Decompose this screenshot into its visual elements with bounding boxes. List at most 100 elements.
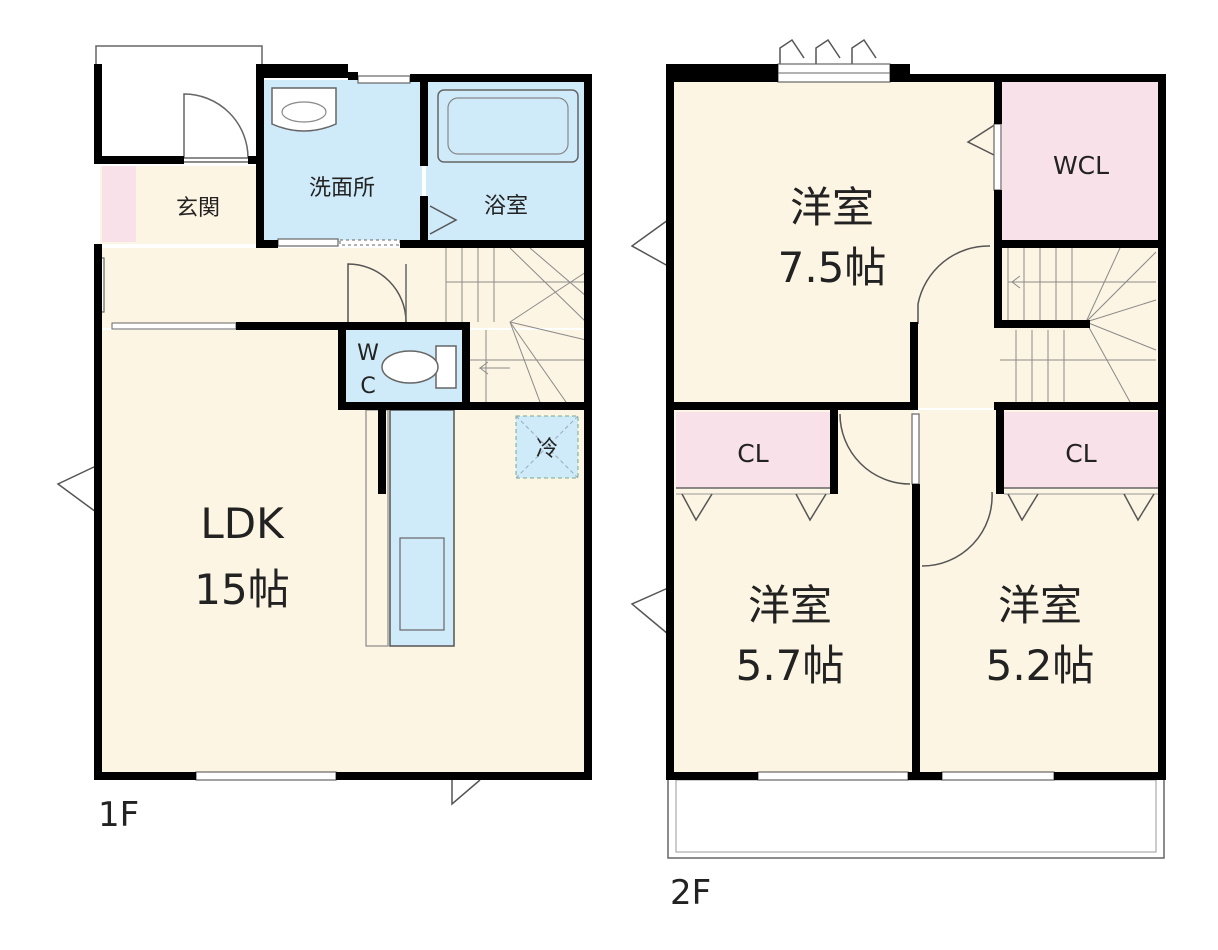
western-room-a-size: 7.5帖 [778, 243, 887, 292]
closet-left-floor [676, 412, 830, 488]
wall [666, 402, 918, 410]
wall [94, 772, 196, 780]
wall [400, 240, 590, 248]
entrance-door [183, 93, 249, 159]
western-room-c-name: 洋室 [998, 581, 1082, 630]
wall [348, 72, 358, 80]
toilet-tank [435, 345, 457, 389]
wall [1054, 772, 1166, 780]
wcl-floor [1002, 82, 1158, 240]
wall [236, 322, 470, 330]
wall [994, 402, 1166, 410]
western-room-c-size: 5.2帖 [986, 641, 1095, 690]
wcl-label: WCL [1053, 151, 1109, 180]
side-door [630, 587, 669, 635]
balcony-door [630, 219, 669, 267]
balcony [667, 775, 1165, 859]
bathtub [437, 89, 579, 163]
ldk-size-label: 15帖 [194, 565, 289, 614]
wall [996, 408, 1004, 494]
wall [338, 322, 346, 410]
wall [256, 64, 348, 78]
sliding-door [339, 239, 401, 246]
ldk-rear-door [451, 779, 481, 806]
window [357, 75, 411, 84]
closet-door [795, 493, 827, 522]
door-frame [993, 123, 1002, 191]
sliding-door [111, 322, 237, 330]
wall [906, 74, 1166, 82]
wall [890, 64, 910, 82]
shoe-closet [102, 166, 136, 242]
wall [666, 64, 778, 82]
wall [666, 64, 674, 780]
window [815, 38, 841, 66]
western-room-b-name: 洋室 [748, 581, 832, 630]
stairs-2f [1000, 247, 1157, 403]
floor-1-label: 1F [98, 795, 139, 835]
western-room-b-size: 5.7帖 [736, 641, 845, 690]
closet-right-floor [1004, 412, 1158, 488]
wash-basin [271, 87, 337, 132]
wall [994, 320, 1090, 328]
wall [248, 156, 262, 164]
western-room-a-name: 洋室 [790, 183, 874, 232]
wall [94, 156, 184, 164]
wall [1158, 74, 1166, 780]
wall [584, 74, 592, 780]
wall [336, 772, 592, 780]
washroom-label: 洗面所 [309, 176, 375, 201]
wall [994, 240, 1166, 248]
closet-right-label: CL [1065, 439, 1096, 468]
wall [910, 322, 918, 410]
wall [994, 190, 1002, 326]
western-room-b-door-swing [839, 413, 911, 485]
wall [994, 80, 1002, 124]
wall [912, 484, 920, 780]
closet-door [681, 493, 713, 522]
window [779, 38, 805, 66]
fridge-label: 冷 [536, 437, 558, 462]
bathroom-door [429, 205, 458, 235]
wcl-door [966, 123, 997, 157]
wall [94, 64, 102, 164]
wall [378, 410, 386, 494]
closet-door [1123, 493, 1155, 522]
wall [94, 244, 102, 780]
ldk-name-label: LDK [200, 499, 285, 548]
window [757, 771, 909, 781]
window [941, 771, 1055, 781]
sliding-door [277, 238, 339, 247]
entrance-label: 玄関 [176, 196, 220, 221]
wall [908, 772, 942, 780]
floor-1-plan [56, 45, 592, 806]
toilet-bowl [381, 350, 439, 384]
closet-left-label: CL [737, 439, 768, 468]
window [195, 771, 337, 781]
wash-basin-bowl [281, 101, 327, 123]
western-room-c-door-swing [921, 491, 993, 567]
ldk-side-door [56, 465, 97, 513]
wall [830, 408, 838, 494]
wc-label-c: C [360, 374, 375, 399]
door-frame [911, 413, 920, 485]
closet-door [1007, 493, 1039, 522]
wall [420, 196, 428, 248]
wall [410, 74, 592, 82]
floor-2-plan [630, 38, 1166, 859]
window [851, 38, 877, 66]
floor-2-label: 2F [670, 873, 711, 913]
bathtub-inner [447, 97, 569, 155]
western-room-a-door-swing [917, 245, 991, 324]
wall [420, 80, 428, 166]
wall [256, 240, 278, 248]
bathroom-label: 浴室 [484, 194, 528, 219]
wall [666, 772, 758, 780]
kitchen-sink [399, 537, 445, 631]
wall [462, 322, 470, 410]
wc-door-swing [347, 263, 407, 323]
hallway-1f-floor [100, 248, 588, 328]
wc-label-w: W [357, 341, 379, 366]
stairs-1f [445, 247, 587, 403]
